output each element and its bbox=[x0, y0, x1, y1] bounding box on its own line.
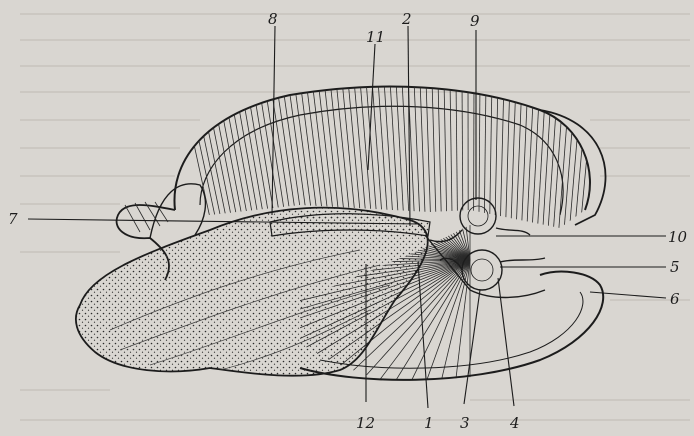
adductor-muscle-upper bbox=[460, 198, 496, 234]
striation-line bbox=[563, 80, 576, 240]
striation-line bbox=[558, 80, 570, 240]
label-8: 8 bbox=[268, 10, 278, 28]
label-5: 5 bbox=[670, 258, 680, 276]
striation-line bbox=[444, 80, 447, 240]
striation-line bbox=[450, 80, 452, 240]
striation-line bbox=[439, 260, 470, 389]
label-7: 7 bbox=[8, 210, 18, 228]
striation-line bbox=[489, 80, 492, 240]
striation-line bbox=[510, 80, 516, 240]
striation-line bbox=[222, 80, 252, 240]
striation-line bbox=[438, 80, 442, 240]
striation-line bbox=[542, 80, 552, 240]
striation-line bbox=[420, 80, 426, 240]
leader-8 bbox=[272, 26, 275, 215]
label-1: 1 bbox=[424, 414, 434, 432]
label-10: 10 bbox=[668, 228, 688, 246]
leader-1 bbox=[418, 262, 428, 408]
striation-line bbox=[569, 80, 582, 240]
striation-line bbox=[432, 80, 437, 240]
mantle-upper-outline bbox=[174, 87, 590, 210]
striation-line bbox=[455, 260, 470, 390]
label-4: 4 bbox=[509, 414, 520, 432]
striation-line bbox=[484, 80, 486, 240]
leader-3 bbox=[464, 290, 480, 404]
label-2: 2 bbox=[401, 10, 412, 28]
striation-line bbox=[553, 80, 564, 240]
label-3: 3 bbox=[460, 414, 470, 432]
striation-line bbox=[216, 80, 246, 240]
striation-line bbox=[532, 80, 540, 240]
striation-line bbox=[186, 80, 220, 240]
striation-line bbox=[537, 80, 546, 240]
striation-line bbox=[426, 80, 431, 240]
striation-line bbox=[500, 80, 504, 240]
label-9: 9 bbox=[470, 12, 480, 30]
label-11: 11 bbox=[366, 28, 385, 46]
striation-line bbox=[462, 80, 463, 240]
striation-line bbox=[456, 80, 458, 240]
striation-line bbox=[414, 80, 421, 240]
leader-6 bbox=[590, 292, 666, 298]
striation-line bbox=[505, 80, 510, 240]
striation-line bbox=[479, 80, 480, 240]
label-6: 6 bbox=[670, 290, 680, 308]
label-12: 12 bbox=[356, 414, 375, 432]
